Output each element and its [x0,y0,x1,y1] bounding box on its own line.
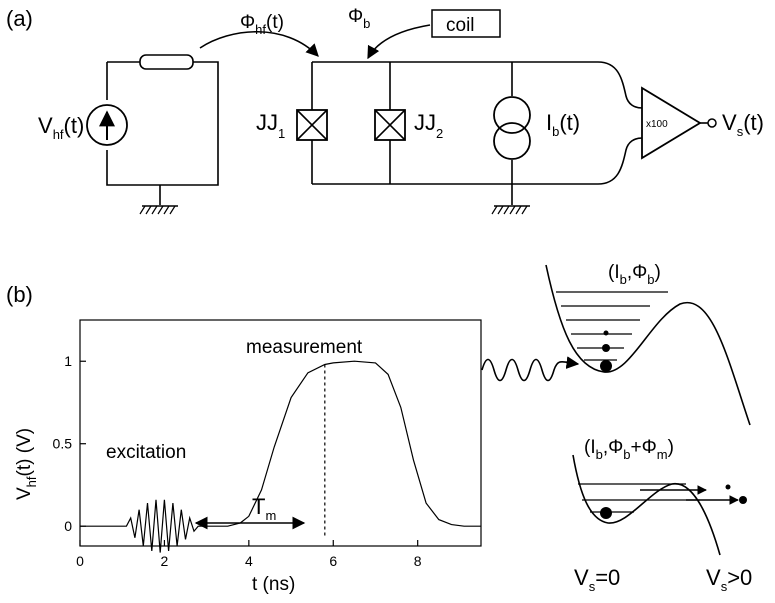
plot-frame [79,319,482,547]
flux-hf-arrow [199,30,319,57]
panel-a-label: (a) [6,6,33,31]
potential-well-top [545,264,751,426]
jj1-label: JJ1 [256,110,285,141]
excitation-annotation: excitation [106,442,186,463]
junction-jj2-icon [374,109,406,141]
potential-well-bottom [572,454,747,556]
measurement-annotation: measurement [246,337,363,358]
state-dot-second [603,330,609,336]
vs-positive-label: Vs>0 [706,565,752,594]
junction-jj1-icon [296,109,328,141]
coil-label: coil [446,15,475,36]
x-tick-label: 6 [329,553,337,569]
top-state-label: (Ib,Φb) [608,262,661,287]
amplifier-icon [641,86,717,160]
vs-zero-label: Vs=0 [574,565,620,594]
x-tick-label: 2 [161,553,169,569]
squid-circuit [296,61,717,215]
flux-hf-label: Φhf(t) [240,12,284,37]
bottom-state-label: (Ib,Φb+Φm) [584,437,674,462]
y-axis-label: Vhf(t) (V) [14,428,39,500]
state-dot-ground-bottom [600,507,612,519]
bias-current-source-icon [493,96,531,160]
source-circuit [86,54,219,215]
panel-b-label: (b) [6,282,33,307]
coil-box [431,9,501,38]
y-tick-label: 0.5 [53,436,73,452]
x-tick-label: 8 [414,553,422,569]
jj2-label: JJ2 [414,110,443,141]
source-label: Vhf(t) [38,113,84,142]
output-label: Vs(t) [722,110,764,139]
microwave-wave-icon [481,356,580,382]
amp-gain-label: x100 [646,119,668,130]
state-dot-ground [600,360,612,372]
escaped-dot [739,496,747,504]
y-tick-label: 0 [64,518,72,534]
coil-arrow [367,24,431,60]
ground-icon-2 [491,205,530,215]
transmission-line [139,54,194,70]
x-tick-label: 4 [245,553,253,569]
x-tick-label: 0 [76,553,84,569]
y-tick-label: 1 [64,353,72,369]
state-dot-first [602,344,610,352]
tm-label: Tm [252,494,276,523]
ground-icon [139,205,178,215]
tick-labels: 0 2 4 6 8 0 0.5 1 [53,353,422,569]
x-axis-label: t (ns) [252,574,295,595]
escaped-dot-small [725,484,731,490]
flux-b-label: Φb [348,6,370,31]
bias-label: Ib(t) [546,110,580,139]
